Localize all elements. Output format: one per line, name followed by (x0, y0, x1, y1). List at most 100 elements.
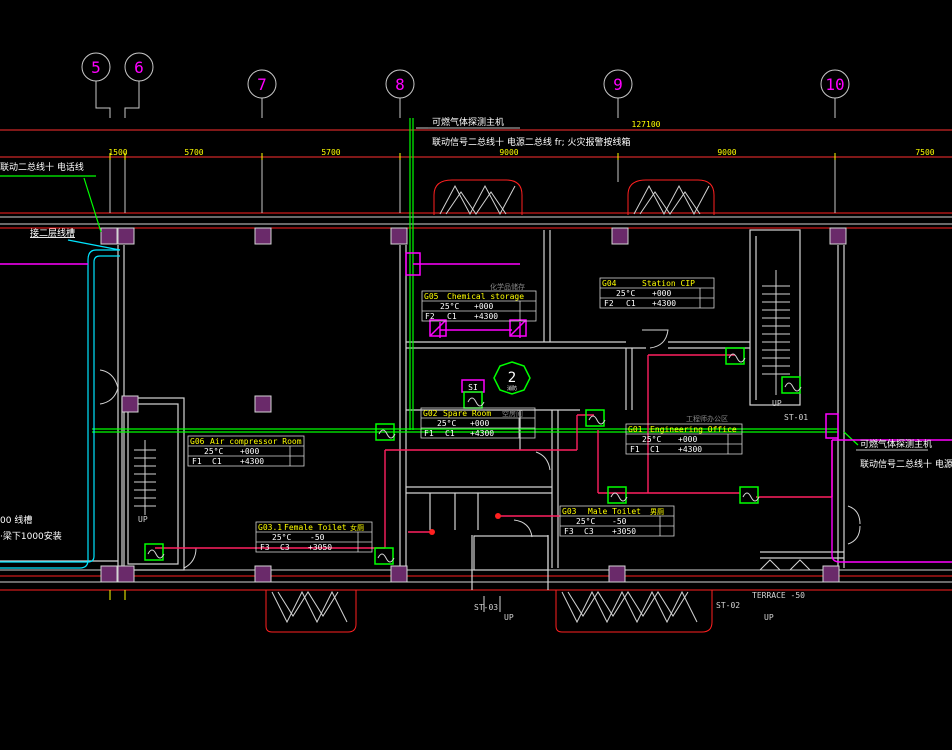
room-height: +4300 (474, 312, 498, 321)
room-tags: G05 Chemical storage 化学品储存 25°C +000 F2 … (190, 279, 737, 552)
room-temp: 25°C (440, 302, 459, 311)
room-temp: 25°C (576, 517, 595, 526)
stair-st03: ST-03 (474, 603, 498, 612)
room-level: +000 (474, 302, 493, 311)
room-floor: F2 (604, 299, 614, 308)
dimension-ticks (109, 153, 836, 161)
room-height: +4300 (678, 445, 702, 454)
room-code: G06 (190, 437, 205, 446)
axis-label: 5 (91, 58, 101, 77)
room-level: +000 (470, 419, 489, 428)
dimension-text: 127100 1500 5700 5700 9000 9000 7500 (108, 120, 934, 157)
note-gas-detector-line: 联动信号二总线十 电源二总线 fr; 火灾报警按线箱 (432, 136, 631, 148)
devices (144, 252, 839, 565)
columns (100, 227, 847, 583)
room-height: +3050 (308, 543, 332, 552)
room-level: +000 (678, 435, 697, 444)
room-floor: F3 (564, 527, 574, 536)
room-code: G03 (562, 507, 577, 516)
room-temp: 25°C (616, 289, 635, 298)
dimension-label: 1500 (108, 148, 127, 157)
axis-label: 8 (395, 75, 405, 94)
note-top-left: 联动二总线十 电话线 (0, 161, 84, 173)
dimension-label: 5700 (321, 148, 340, 157)
room-name-cn: 男厕 (650, 508, 664, 516)
note-underlines (416, 127, 928, 451)
room-height: +4300 (240, 457, 264, 466)
room-temp: 25°C (437, 419, 456, 428)
notes: 联动二总线十 电话线 接二层线槽 可燃气体探测主机 联动信号二总线十 电源二总线… (0, 116, 952, 542)
room-floor: F3 (260, 543, 270, 552)
room-name: Female Toilet (284, 523, 347, 532)
room-class: C3 (280, 543, 290, 552)
axis-bubbles (81, 52, 850, 118)
room-name: Engineering Office (650, 425, 737, 434)
room-code: G01 (628, 425, 643, 434)
bottom-band (0, 569, 952, 633)
panel-sub: 消防 (507, 385, 517, 392)
doors (99, 329, 861, 571)
axis-label: 7 (257, 75, 267, 94)
note-left-tray-2: ·梁下1000安装 (0, 530, 62, 542)
note-gas-detector-right-line: 联动信号二总线十 电源 (860, 458, 952, 470)
room-floor: F2 (425, 312, 435, 321)
terrace-label: TERRACE -50 (752, 591, 805, 600)
note-gas-detector-title: 可燃气体探测主机 (432, 116, 504, 128)
stair-labels: ST-01 ST-02 ST-03 UP UP UP UP TERRACE -5… (138, 399, 808, 622)
room-height: +4300 (470, 429, 494, 438)
room-name-cn: 女厕 (350, 523, 364, 532)
room-temp: 25°C (272, 533, 291, 542)
stair-up: UP (772, 399, 782, 408)
room-name: Spare Room (443, 409, 491, 418)
room-level: +000 (240, 447, 259, 456)
dimension-label: 9000 (499, 148, 518, 157)
stair-up: UP (764, 613, 774, 622)
room-name: Male Toilet (588, 507, 641, 516)
dimension-label: 5700 (184, 148, 203, 157)
top-louvres (433, 179, 715, 216)
room-level: -50 (310, 533, 325, 542)
room-temp: 25°C (642, 435, 661, 444)
stair-up: UP (504, 613, 514, 622)
room-floor: F1 (192, 457, 202, 466)
axis-labels: 5 6 7 8 9 10 (91, 58, 844, 94)
stair-st01: ST-01 (784, 413, 808, 422)
signal-lines (0, 263, 952, 563)
room-level: +000 (652, 289, 671, 298)
overall-dimension: 127100 (632, 120, 661, 129)
axis-label: 9 (613, 75, 623, 94)
green-cable-tray (0, 118, 859, 446)
room-tag-frames (187, 277, 743, 553)
room-class: C1 (626, 299, 636, 308)
stairs (134, 270, 790, 612)
panel-number: 2 (508, 370, 516, 386)
room-code: G05 (424, 292, 439, 301)
room-height: +3050 (612, 527, 636, 536)
room-name: Air compressor Room (210, 437, 302, 446)
si-label: SI (468, 383, 478, 392)
top-band (0, 160, 952, 229)
dimension-lines (0, 129, 952, 158)
room-code: G02 (423, 409, 438, 418)
room-name-cn: 空房间 (502, 409, 523, 418)
room-name-cn: 工程师办公区 (686, 414, 728, 423)
dimension-label: 9000 (717, 148, 736, 157)
note-gas-detector-right-title: 可燃气体探测主机 (860, 438, 932, 450)
room-temp: 25°C (204, 447, 223, 456)
fire-panel: 2 消防 SI (468, 361, 531, 395)
room-floor: F1 (630, 445, 640, 454)
note-left-tray-1: 00 线槽 (0, 514, 32, 526)
room-floor: F1 (424, 429, 434, 438)
axis-label: 6 (134, 58, 144, 77)
room-name-cn: 化学品储存 (490, 282, 525, 291)
dimension-label: 7500 (915, 148, 934, 157)
stair-up: UP (138, 515, 148, 524)
room-level: -50 (612, 517, 627, 526)
room-class: C3 (584, 527, 594, 536)
room-class: C1 (650, 445, 660, 454)
note-cable-tray: 接二层线槽 (30, 227, 75, 239)
room-height: +4300 (652, 299, 676, 308)
room-code: G03.1 (258, 523, 282, 532)
room-name: Chemical storage (447, 292, 524, 301)
cyan-cable-tray (0, 239, 121, 569)
